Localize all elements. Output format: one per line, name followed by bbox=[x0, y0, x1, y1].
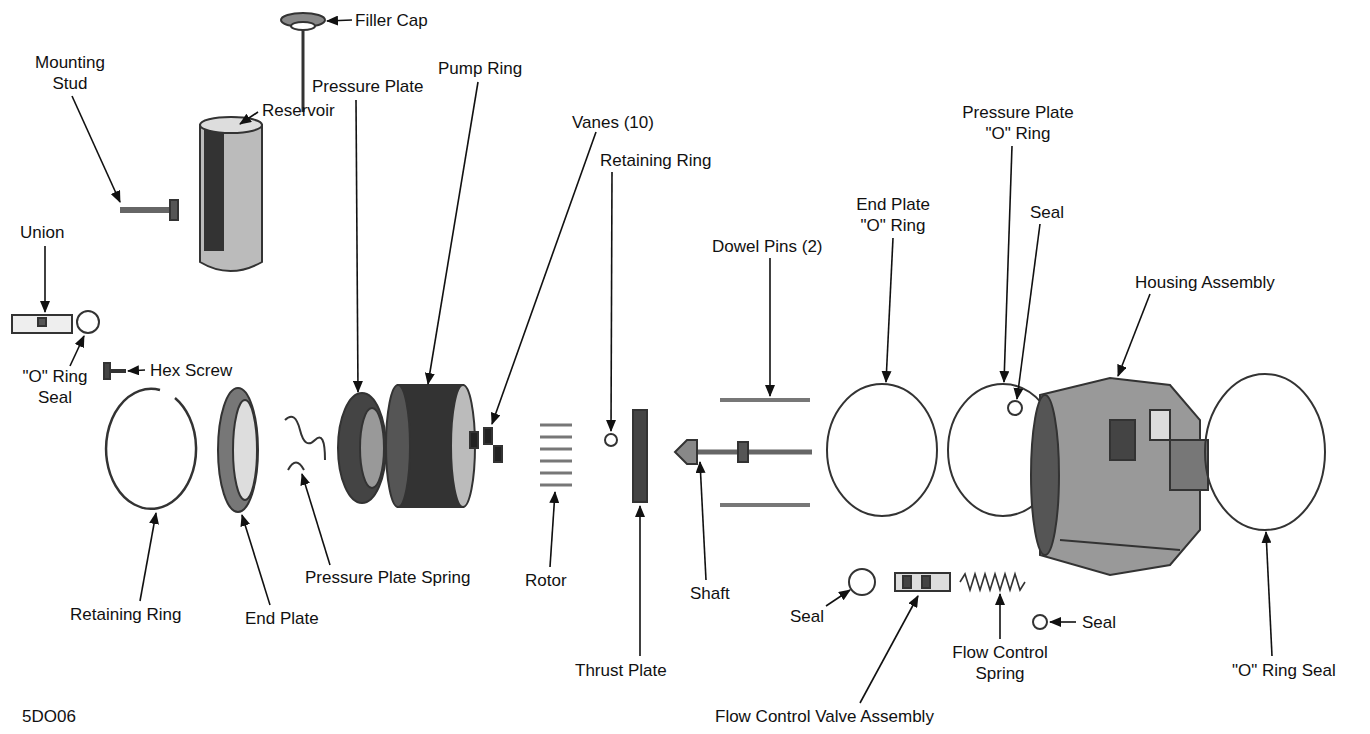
part-label: Thrust Plate bbox=[575, 660, 667, 681]
part-label: Retaining Ring bbox=[70, 604, 182, 625]
part-label: Retaining Ring bbox=[600, 150, 712, 171]
part-label: Pressure Plate "O" Ring bbox=[954, 102, 1082, 144]
part-label: Union bbox=[20, 222, 64, 243]
part-label: Mounting Stud bbox=[24, 52, 116, 94]
part-label: Dowel Pins (2) bbox=[712, 236, 823, 257]
part-label: Housing Assembly bbox=[1135, 272, 1275, 293]
part-label: Seal bbox=[1030, 202, 1064, 223]
part-label: Pressure Plate Spring bbox=[305, 567, 470, 588]
part-label: "O" Ring Seal bbox=[1232, 660, 1336, 681]
part-label: Rotor bbox=[525, 570, 567, 591]
part-label: End Plate bbox=[245, 608, 319, 629]
part-label: Filler Cap bbox=[355, 10, 428, 31]
part-label: Seal bbox=[790, 606, 824, 627]
part-label: Flow Control Valve Assembly bbox=[715, 706, 934, 727]
part-label: Shaft bbox=[690, 583, 730, 604]
part-label: End Plate "O" Ring bbox=[849, 194, 937, 236]
part-label: Seal bbox=[1082, 612, 1116, 633]
part-label: Pressure Plate bbox=[312, 76, 424, 97]
part-label: Pump Ring bbox=[438, 58, 522, 79]
part-label: Hex Screw bbox=[150, 360, 232, 381]
part-label: Flow Control Spring bbox=[945, 642, 1055, 684]
part-label: "O" Ring Seal bbox=[19, 366, 91, 408]
figure-code: 5DO06 bbox=[22, 706, 76, 727]
part-label: Reservoir bbox=[262, 100, 335, 121]
part-label: Vanes (10) bbox=[572, 112, 654, 133]
